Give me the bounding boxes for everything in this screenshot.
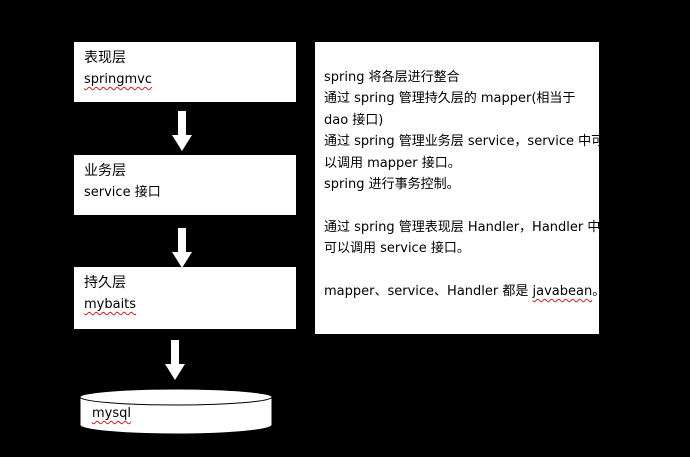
presentation-layer-subtitle: springmvc — [84, 72, 152, 87]
note-line: spring 将各层进行整合 — [324, 70, 460, 85]
arrow-down-icon — [172, 111, 192, 151]
business-layer-title: 业务层 — [84, 163, 126, 179]
note-line: spring 进行事务控制。 — [324, 177, 460, 193]
note-line: 以调用 mapper 接口。 — [324, 155, 461, 171]
persistence-layer-title: 持久层 — [84, 275, 126, 291]
business-layer-subtitle: service 接口 — [84, 185, 161, 200]
persistence-layer-subtitle: mybaits — [84, 297, 137, 312]
presentation-layer-title: 表现层 — [84, 50, 126, 66]
database-cylinder-icon — [79, 388, 273, 435]
note-line: 通过 spring 管理业务层 service，service 中可 — [324, 134, 605, 150]
persistence-layer-box: 持久层 mybaits — [74, 267, 296, 329]
business-layer-box: 业务层 service 接口 — [74, 155, 296, 215]
note-line: 可以调用 service 接口。 — [324, 241, 470, 257]
note-spacer — [324, 260, 591, 281]
note-text: 。 — [592, 284, 606, 300]
note-line: dao 接口) — [324, 112, 384, 128]
notes-box: spring 将各层进行整合 通过 spring 管理持久层的 mapper(相… — [315, 42, 605, 334]
note-text: mapper、service、Handler 都是 — [324, 284, 533, 300]
note-text-javabean: javabean — [532, 284, 593, 300]
arrow-down-icon — [172, 228, 192, 268]
note-line: 通过 spring 管理表现层 Handler，Handler 中 — [324, 219, 601, 235]
database-label: mysql — [92, 406, 131, 421]
arrow-down-icon — [165, 340, 185, 380]
presentation-layer-box: 表现层 springmvc — [74, 42, 296, 102]
note-line: 通过 spring 管理持久层的 mapper(相当于 — [324, 91, 576, 107]
note-spacer — [324, 195, 591, 216]
note-line: mapper、service、Handler 都是 javabean。 — [324, 281, 605, 302]
